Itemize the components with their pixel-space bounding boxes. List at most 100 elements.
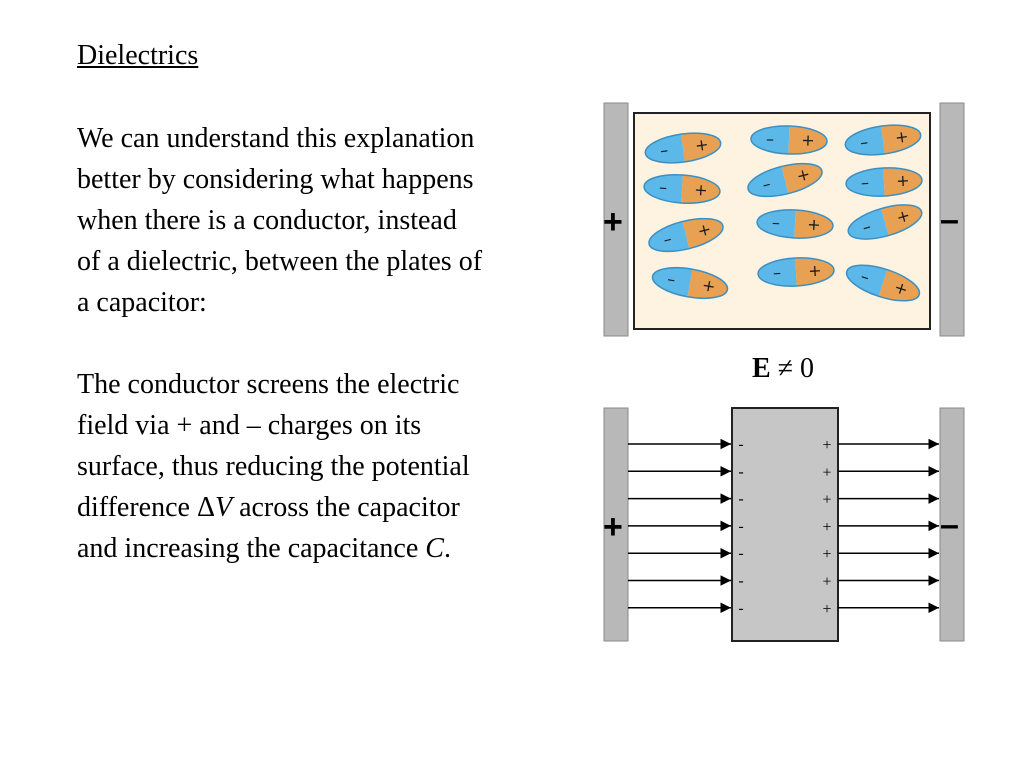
molecule-positive-end <box>681 133 721 162</box>
conductor-capacitor-diagram: -+-+-+-+-+-+-+ <box>603 407 965 642</box>
molecule-positive-end <box>682 218 723 249</box>
molecule-outline <box>844 124 922 156</box>
surface-positive-charge: + <box>822 601 831 618</box>
negative-plate-sign: – <box>940 201 959 239</box>
surface-negative-charge: - <box>738 436 743 453</box>
text-fragment: and increasing the capacitance <box>77 533 426 564</box>
polar-molecule: –+ <box>845 264 921 302</box>
molecule-outline <box>651 266 729 300</box>
polar-molecule: –+ <box>845 167 923 197</box>
molecule-positive-end <box>881 204 922 236</box>
molecule-negative-end <box>758 258 797 287</box>
polar-molecule: –+ <box>651 266 729 300</box>
molecule-outline <box>648 217 724 253</box>
polar-molecule: –+ <box>847 204 923 240</box>
polar-molecule: –+ <box>648 217 724 253</box>
positive-plate-sign: + <box>603 203 623 241</box>
dielectric-molecules: –+–+–+–+–+–+–+–+–+–+–+–+ <box>643 124 923 302</box>
conductor-slab <box>731 407 839 642</box>
polar-molecule: –+ <box>747 162 823 198</box>
paragraph-line: The conductor screens the electric <box>77 369 460 400</box>
right-plate <box>939 102 965 337</box>
molecule-outline <box>847 204 923 240</box>
field-relation: ≠ 0 <box>770 353 815 384</box>
paragraph-line: of a dielectric, between the plates of <box>77 246 483 277</box>
paragraph-line: surface, thus reducing the potential <box>77 451 470 482</box>
variable-c: C <box>425 533 444 564</box>
right-plate <box>939 407 965 642</box>
molecule-minus-sign: – <box>859 132 870 152</box>
molecule-minus-sign: – <box>659 140 670 160</box>
molecule-positive-end <box>794 210 833 239</box>
molecule-plus-sign: + <box>694 135 710 156</box>
molecule-plus-sign: + <box>894 127 910 148</box>
surface-negative-charge: - <box>738 463 743 480</box>
molecule-minus-sign: – <box>861 173 870 192</box>
dielectric-capacitor-diagram: –+–+–+–+–+–+–+–+–+–+–+–+ <box>603 102 965 337</box>
molecule-minus-sign: – <box>658 177 667 197</box>
molecule-minus-sign: – <box>766 129 775 148</box>
molecule-outline <box>643 174 721 204</box>
molecule-negative-end <box>645 134 685 163</box>
text-fragment: across the capacitor <box>232 492 460 523</box>
molecule-minus-sign: – <box>772 213 781 232</box>
surface-positive-charge: + <box>822 464 831 481</box>
polar-molecule: –+ <box>644 132 722 164</box>
molecule-negative-end <box>748 166 789 197</box>
text-fragment: . <box>443 533 451 564</box>
molecule-outline <box>845 167 923 197</box>
molecule-plus-sign: + <box>694 180 709 200</box>
molecule-outline <box>757 257 835 287</box>
molecule-plus-sign: + <box>701 275 718 296</box>
molecule-negative-end <box>751 125 790 154</box>
paragraph-line: difference ΔV across the capacitor <box>77 487 577 528</box>
field-label: E ≠ 0 <box>752 351 814 387</box>
paragraph-explanation: We can understand this explanation bette… <box>77 118 577 323</box>
molecule-outline <box>750 125 828 155</box>
molecule-plus-sign: + <box>808 261 822 281</box>
molecule-positive-end <box>788 126 827 155</box>
negative-plate-sign: – <box>940 506 959 544</box>
molecule-positive-end <box>781 163 822 194</box>
molecule-outline <box>845 264 921 302</box>
left-plate <box>603 102 629 337</box>
molecule-plus-sign: + <box>892 277 911 299</box>
molecule-negative-end <box>845 126 885 155</box>
molecule-outline <box>756 209 834 239</box>
left-plate <box>603 407 629 642</box>
molecule-plus-sign: + <box>807 215 821 235</box>
polar-molecule: –+ <box>643 174 721 204</box>
surface-negative-charge: - <box>738 518 743 535</box>
electric-field-lines <box>628 438 939 614</box>
paragraph-line: and increasing the capacitance C. <box>77 528 577 569</box>
surface-charges: -+-+-+-+-+-+-+ <box>738 436 831 618</box>
polar-molecule: –+ <box>756 209 834 239</box>
surface-negative-charge: - <box>738 545 743 562</box>
positive-plate-sign: + <box>603 508 623 546</box>
molecule-minus-sign: – <box>666 269 677 289</box>
surface-negative-charge: - <box>738 600 743 617</box>
molecule-negative-end <box>846 168 885 197</box>
molecule-negative-end <box>652 267 693 297</box>
surface-positive-charge: + <box>822 437 831 454</box>
molecule-positive-end <box>795 257 834 286</box>
slide-title: Dielectrics <box>77 40 199 71</box>
paragraph-conductor: The conductor screens the electric field… <box>77 364 577 569</box>
surface-positive-charge: + <box>822 492 831 509</box>
molecule-positive-end <box>687 269 728 299</box>
molecule-negative-end <box>649 221 690 252</box>
molecule-plus-sign: + <box>696 219 714 241</box>
surface-positive-charge: + <box>822 574 831 591</box>
molecule-plus-sign: + <box>896 171 910 191</box>
surface-positive-charge: + <box>822 546 831 563</box>
surface-negative-charge: - <box>738 491 743 508</box>
paragraph-line: We can understand this explanation <box>77 123 475 154</box>
molecule-plus-sign: + <box>801 130 815 149</box>
molecule-negative-end <box>846 265 888 297</box>
molecule-negative-end <box>848 208 889 240</box>
molecule-plus-sign: + <box>795 164 813 186</box>
polar-molecule: –+ <box>757 257 835 287</box>
paragraph-line: a capacitor: <box>77 287 207 318</box>
molecule-outline <box>644 132 722 164</box>
